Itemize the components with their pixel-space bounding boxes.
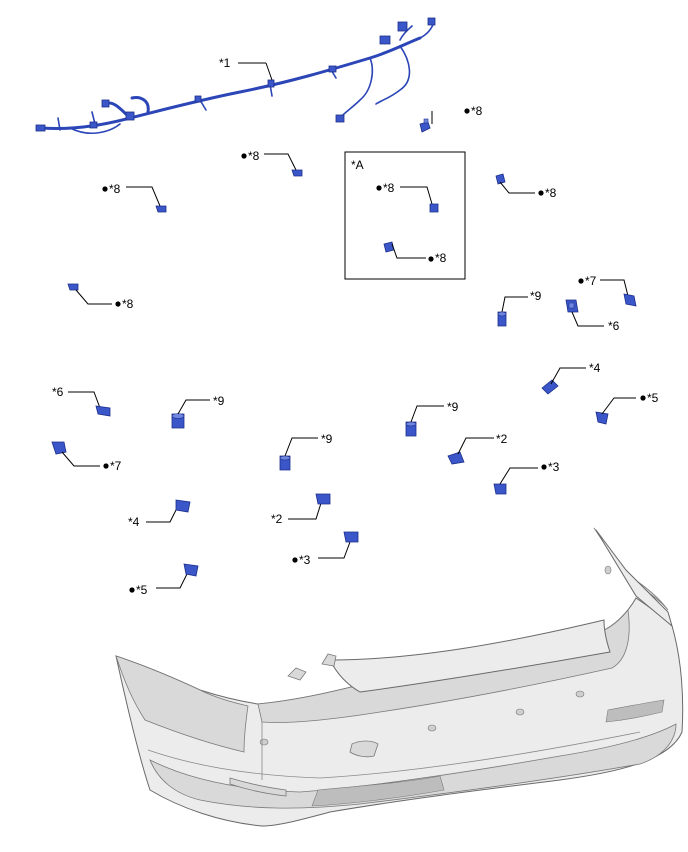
label-inset: *A — [351, 158, 364, 172]
label-9-right: *9 — [530, 289, 542, 303]
clip-8-inset-upper[interactable] — [429, 203, 439, 213]
leader-2-center — [288, 499, 323, 520]
wire-harness[interactable] — [35, 17, 436, 135]
label-6-left: *6 — [52, 385, 64, 399]
leader-4-right — [550, 367, 586, 385]
clip-8-inset-lower[interactable] — [383, 241, 395, 253]
bullet-icon — [292, 557, 298, 563]
leader-8-inset-upper — [400, 186, 433, 205]
bracket-6-right[interactable] — [565, 299, 579, 313]
holder-3-right[interactable] — [493, 483, 507, 495]
bullet-icon — [376, 185, 382, 191]
leader-8-lower-left — [75, 289, 112, 305]
label-harness: *1 — [219, 56, 231, 70]
label-8-lower-left: *8 — [122, 297, 134, 311]
leader-5-right — [601, 397, 636, 415]
leader-8-right — [499, 181, 535, 194]
leader-9-center-right — [410, 405, 444, 423]
holder-5-right[interactable] — [595, 411, 609, 425]
inset-box — [344, 151, 466, 280]
leader-9-left — [177, 399, 210, 415]
leader-6-right — [571, 311, 604, 327]
bullet-icon — [115, 301, 121, 307]
retainer-4-right[interactable] — [541, 379, 559, 395]
leader-8-inset-lower — [391, 243, 426, 259]
bullet-icon — [103, 463, 109, 469]
label-2-center: *2 — [271, 512, 283, 526]
bullet-icon — [464, 108, 470, 114]
leader-7-right — [600, 279, 629, 297]
bracket-7-right[interactable] — [623, 293, 637, 307]
retainer-2-right[interactable] — [447, 451, 465, 465]
leader-8-left — [126, 186, 161, 207]
leader-9-right — [501, 296, 528, 313]
label-3-right: *3 — [548, 460, 560, 474]
bullet-icon — [541, 464, 547, 470]
label-8-inset-lower: *8 — [435, 251, 447, 265]
label-9-center: *9 — [321, 432, 333, 446]
clip-8-top-right[interactable] — [419, 118, 431, 133]
clip-8-right[interactable] — [495, 173, 506, 185]
label-7-right: *7 — [585, 274, 597, 288]
rear-bumper-cover[interactable] — [115, 527, 684, 827]
leader-3-center — [318, 541, 351, 559]
leader-2-right — [457, 437, 494, 455]
label-5-left: *5 — [136, 583, 148, 597]
bracket-6-left[interactable] — [95, 405, 111, 417]
label-7-left: *7 — [110, 459, 122, 473]
retainer-4-left[interactable] — [175, 499, 191, 513]
label-3-center: *3 — [299, 553, 311, 567]
leader-4-left — [146, 505, 179, 523]
label-8-left: *8 — [109, 182, 121, 196]
holder-3-center[interactable] — [343, 531, 359, 543]
holder-5-left[interactable] — [183, 563, 199, 577]
label-2-right: *2 — [496, 432, 508, 446]
bullet-icon — [640, 395, 646, 401]
sensor-9-center[interactable] — [279, 455, 291, 471]
bullet-icon — [578, 278, 584, 284]
leader-5-left — [156, 571, 189, 589]
bullet-icon — [241, 153, 247, 159]
label-9-left: *9 — [213, 394, 225, 408]
bullet-icon — [428, 256, 434, 262]
label-5-right: *5 — [647, 391, 659, 405]
label-8-inset-upper: *8 — [383, 181, 395, 195]
bullet-icon — [129, 587, 135, 593]
clip-8-left[interactable] — [155, 205, 167, 213]
sensor-9-right[interactable] — [497, 311, 507, 327]
label-4-left: *4 — [128, 515, 140, 529]
leader-6-left — [68, 391, 101, 409]
label-8-right: *8 — [545, 186, 557, 200]
bullet-icon — [538, 190, 544, 196]
label-6-right: *6 — [608, 319, 620, 333]
label-9-center-right: *9 — [447, 400, 459, 414]
leader-9-center — [284, 437, 318, 457]
label-4-right: *4 — [589, 361, 601, 375]
sensor-9-left[interactable] — [171, 413, 185, 429]
bracket-7-left[interactable] — [51, 441, 67, 455]
sensor-9-center-right[interactable] — [405, 421, 417, 437]
label-8-top-right: *8 — [471, 104, 483, 118]
clip-8-mid[interactable] — [291, 169, 303, 177]
label-8-mid: *8 — [248, 149, 260, 163]
clip-8-lower-left[interactable] — [67, 283, 79, 291]
leader-harness-tail — [265, 62, 273, 81]
leader-3-right — [499, 467, 538, 485]
bullet-icon — [102, 186, 108, 192]
leader-7-left — [61, 451, 100, 467]
retainer-2-center[interactable] — [315, 493, 331, 505]
leader-8-mid — [264, 153, 297, 171]
